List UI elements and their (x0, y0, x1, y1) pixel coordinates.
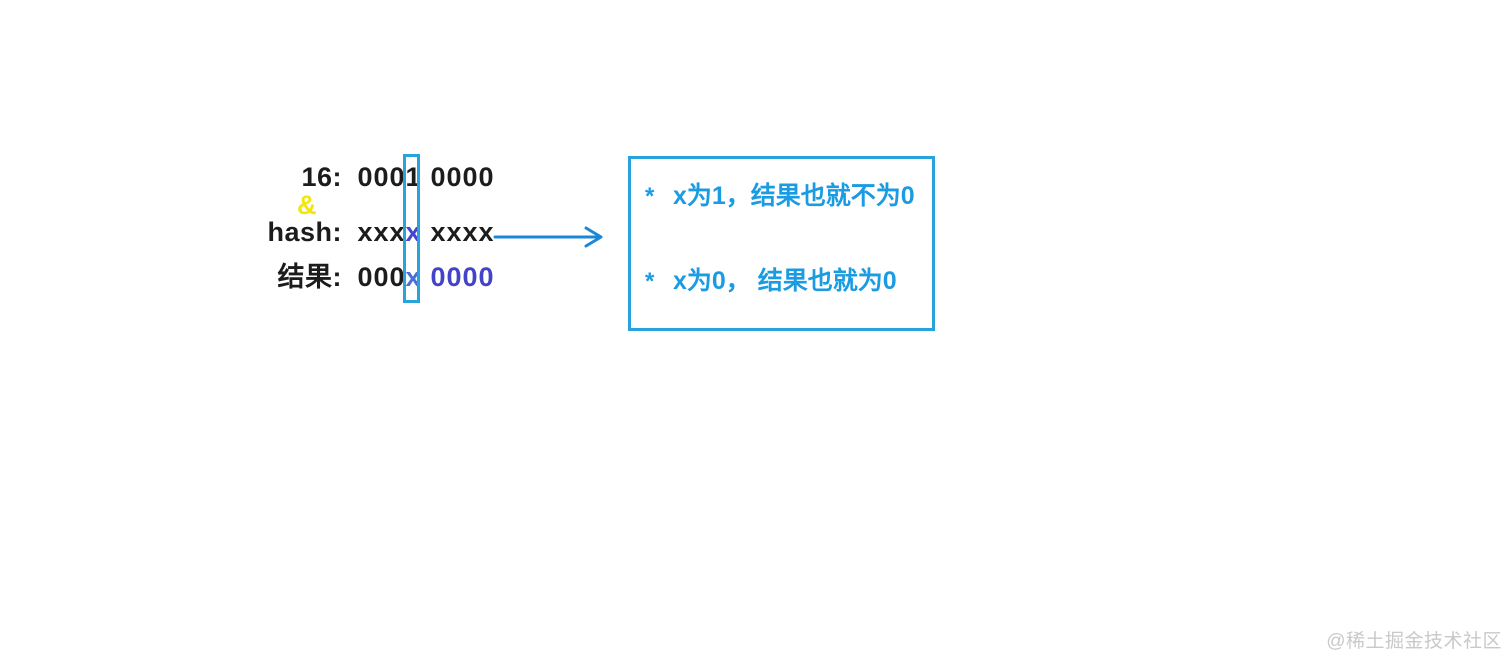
bullet-x-is-0: * x为0， 结果也就为0 (645, 266, 897, 296)
bit-column-highlight (403, 154, 420, 303)
asterisk-marker: * (645, 268, 655, 295)
operand-label-16: 16: (301, 162, 342, 192)
right-arrow-icon (493, 226, 603, 248)
and-operator: & (297, 190, 317, 220)
watermark: @稀土掘金技术社区 (1326, 631, 1502, 652)
explanation-box: * x为1，结果也就不为0 * x为0， 结果也就为0 (628, 156, 935, 331)
operand-label-hash: hash: (267, 217, 342, 247)
operand-label-result: 结果: (277, 262, 342, 292)
asterisk-marker: * (645, 183, 655, 210)
bullet-x-is-1: * x为1，结果也就不为0 (645, 181, 915, 211)
bullet-x-is-1-text: x为1，结果也就不为0 (673, 182, 915, 210)
bullet-x-is-0-text: x为0， 结果也就为0 (673, 267, 897, 295)
